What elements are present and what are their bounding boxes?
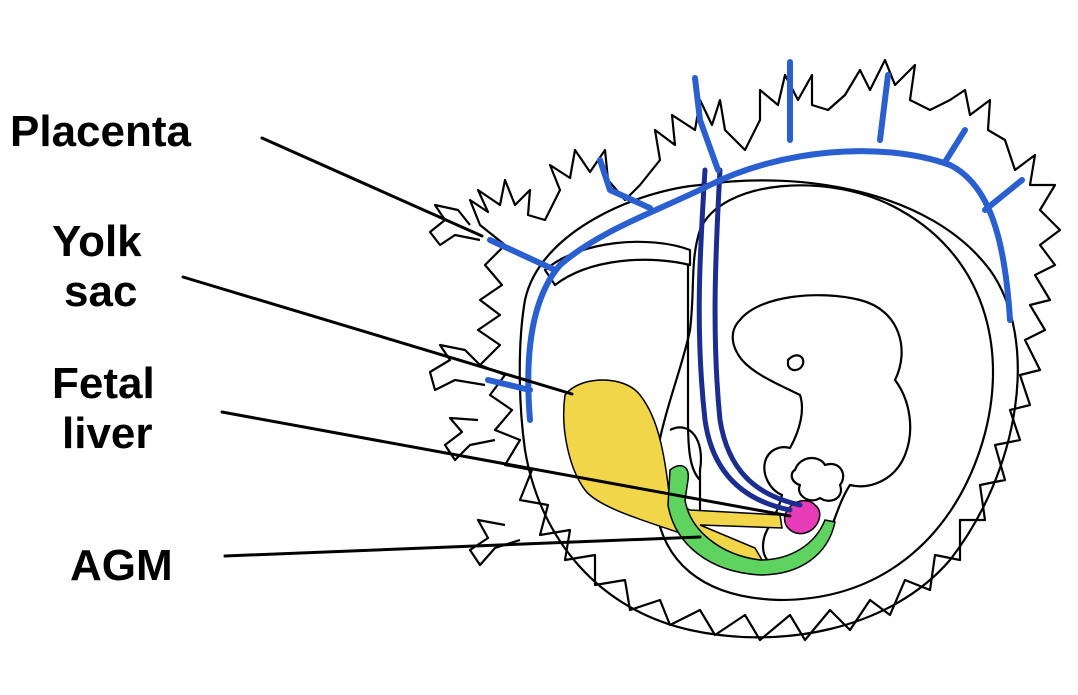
agm-leader-line (225, 537, 700, 556)
villus-left-bottom (470, 520, 520, 565)
agm-label: AGM (70, 541, 173, 590)
placental-vessel-branch-d (695, 78, 718, 170)
umbilical-vessel-2 (715, 170, 800, 505)
yolk-sac-label-line2: sac (64, 267, 137, 316)
fetal-liver-label-line1: Fetal (52, 359, 155, 408)
embryo-eye (788, 355, 803, 370)
placenta-leader-line (262, 138, 482, 236)
yolk-sac-leader-line (183, 277, 572, 394)
placental-vessel-branch-a (490, 240, 555, 270)
placental-vessel-branch-h (985, 180, 1022, 210)
embryo-heart-bulge (792, 458, 843, 501)
villus-left-middle (430, 345, 485, 390)
exocoelomic-wall (545, 242, 690, 285)
placental-vessel-branch-g (945, 130, 965, 162)
placental-vessel-branch-f (880, 75, 888, 140)
yolk-sac-label-line1: Yolk (52, 217, 142, 266)
placenta-label: Placenta (10, 107, 192, 156)
fetal-liver-label-line2: liver (62, 409, 153, 458)
umbilical-vessel-1 (699, 170, 790, 510)
placenta-villi-outline (470, 60, 1060, 640)
